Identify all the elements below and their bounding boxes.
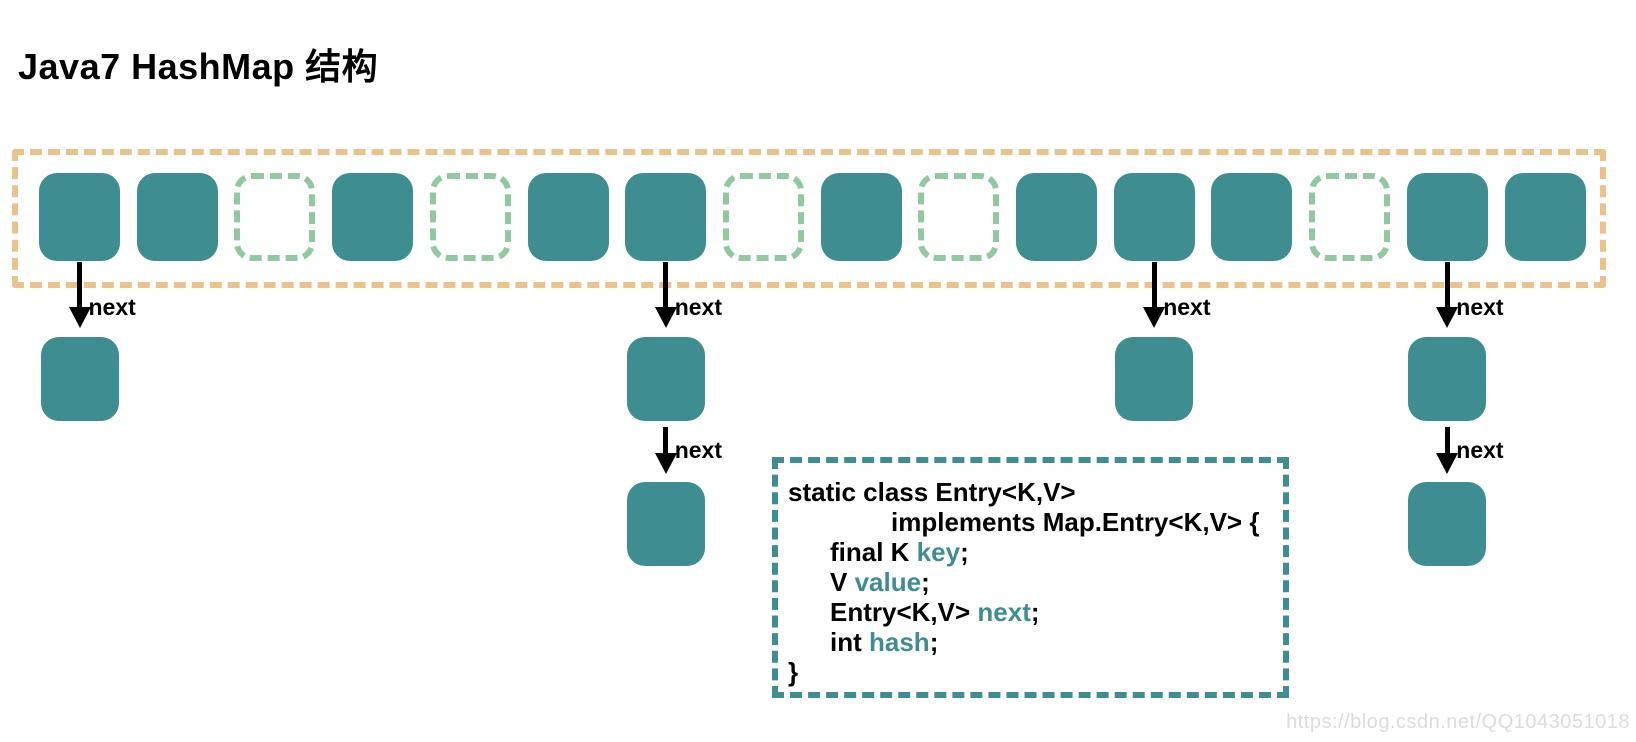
code-token: static class Entry<K,V> [788,477,1076,507]
code-line-1: static class Entry<K,V> [788,477,1275,507]
entry-class-code-box: static class Entry<K,V>implements Map.En… [772,457,1289,698]
bucket-7-empty [722,173,804,261]
next-label: next [88,294,136,320]
next-pointer-arrow [663,427,669,456]
entry-node-bucket-6-level-2 [626,482,705,566]
code-line-6: int hash; [788,627,1275,657]
code-line-2: implements Map.Entry<K,V> { [788,507,1275,537]
next-label: next [1456,294,1504,320]
arrowhead-down-icon [1143,307,1166,328]
bucket-0-occupied [39,173,120,261]
next-label: next [674,294,722,320]
bucket-4-empty [429,173,511,261]
arrowhead-down-icon [654,453,677,474]
next-pointer-arrow [1444,427,1450,456]
code-token: ; [929,627,939,657]
code-token: int [830,627,869,657]
code-line-4: V value; [788,567,1275,597]
arrowhead-down-icon [1436,307,1459,328]
bucket-10-occupied [1016,173,1097,261]
next-pointer-arrow [1444,262,1450,310]
bucket-8-occupied [820,173,902,261]
bucket-9-empty [918,173,1000,261]
code-line-7: } [788,657,1275,687]
bucket-5-occupied [527,173,609,261]
field-name-token: hash [869,627,930,657]
next-pointer-arrow [1151,262,1157,310]
next-label: next [674,437,722,463]
next-pointer-arrow [77,262,82,310]
bucket-3-occupied [332,173,414,261]
code-token: } [788,657,799,687]
arrowhead-down-icon [68,307,91,328]
code-token: Entry<K,V> [830,597,978,627]
code-token: final K [830,537,917,567]
code-token: implements Map.Entry<K,V> { [891,507,1260,537]
bucket-15-occupied [1504,173,1586,261]
entry-node-bucket-14-level-1 [1408,337,1487,421]
entry-node-bucket-6-level-1 [626,337,705,421]
next-label: next [1456,437,1504,463]
field-name-token: next [977,597,1031,627]
bucket-14-occupied [1406,173,1488,261]
bucket-6-occupied [625,173,707,261]
code-line-3: final K key; [788,537,1275,567]
arrowhead-down-icon [654,307,677,328]
code-line-5: Entry<K,V> next; [788,597,1275,627]
bucket-2-empty [234,173,316,261]
entry-node-bucket-11-level-1 [1115,337,1194,421]
field-name-token: value [854,567,922,597]
code-token: V [830,567,855,597]
arrowhead-down-icon [1436,453,1459,474]
bucket-1-occupied [136,173,218,261]
bucket-11-occupied [1113,173,1195,261]
code-token: ; [960,537,969,567]
code-token: ; [921,567,930,597]
watermark-url: https://blog.csdn.net/QQ1043051018 [1286,711,1630,733]
next-label: next [1163,294,1211,320]
next-pointer-arrow [663,262,669,310]
entry-node-bucket-14-level-2 [1408,482,1487,566]
hash-table-array-outline [12,149,1606,288]
field-name-token: key [916,537,961,567]
code-token: ; [1030,597,1040,627]
diagram-title: Java7 HashMap 结构 [18,46,379,87]
bucket-13-empty [1309,173,1391,261]
bucket-12-occupied [1211,173,1293,261]
entry-node-bucket-0-level-1 [40,337,119,421]
